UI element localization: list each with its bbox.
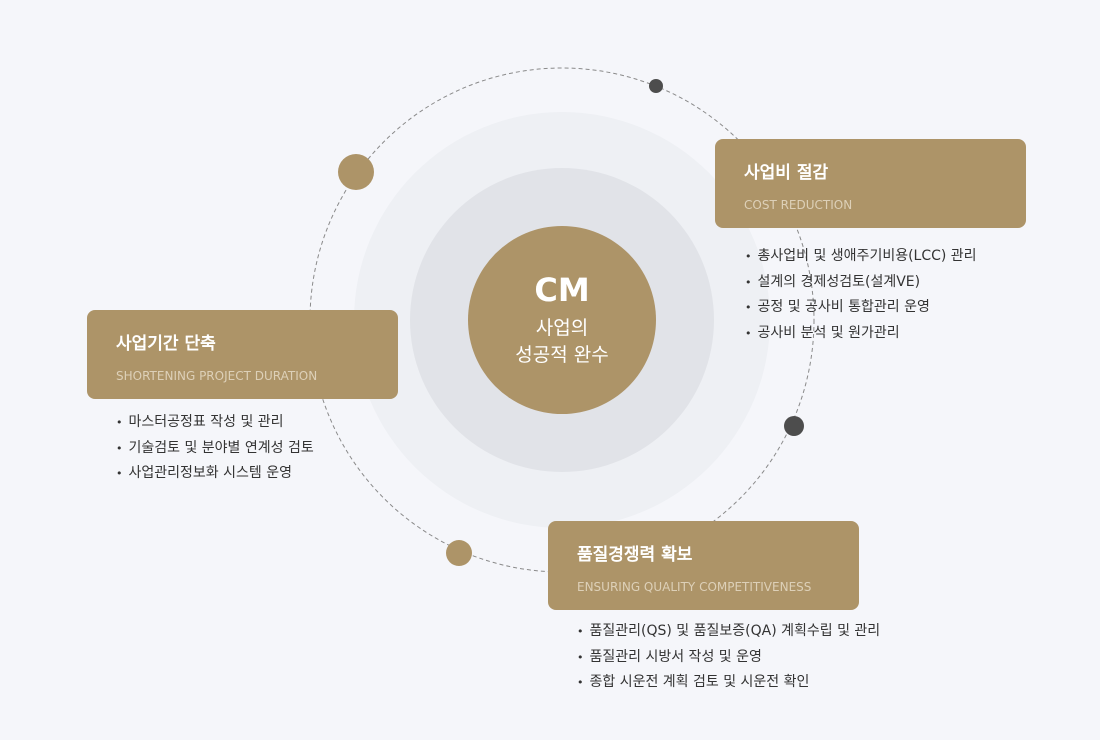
list-item: 품질관리(QS) 및 품질보증(QA) 계획수립 및 관리	[577, 619, 881, 645]
card-title: 품질경쟁력 확보	[577, 545, 693, 565]
orbit-dot	[446, 540, 472, 566]
list-item: 공사비 분석 및 원가관리	[745, 321, 977, 347]
list-item: 마스터공정표 작성 및 관리	[116, 410, 314, 436]
center-circle: CM 사업의 성공적 완수	[468, 226, 656, 414]
card-quality-competitiveness: 품질경쟁력 확보 ENSURING QUALITY COMPETITIVENES…	[548, 521, 859, 610]
quality-competitiveness-list: 품질관리(QS) 및 품질보증(QA) 계획수립 및 관리 품질관리 시방서 작…	[577, 619, 881, 696]
list-item: 종합 시운전 계획 검토 및 시운전 확인	[577, 670, 880, 696]
card-title: 사업비 절감	[744, 163, 829, 183]
cost-reduction-list: 총사업비 및 생애주기비용(LCC) 관리 설계의 경제성검토(설계VE) 공정…	[745, 244, 977, 346]
center-subtitle-2: 성공적 완수	[515, 344, 609, 366]
card-english: COST REDUCTION	[744, 198, 853, 212]
card-english: ENSURING QUALITY COMPETITIVENESS	[577, 580, 812, 594]
shortening-duration-list: 마스터공정표 작성 및 관리 기술검토 및 분야별 연계성 검토 사업관리정보화…	[116, 410, 314, 487]
card-english: SHORTENING PROJECT DURATION	[116, 369, 318, 383]
card-title: 사업기간 단축	[116, 334, 216, 354]
list-item: 총사업비 및 생애주기비용(LCC) 관리	[745, 244, 977, 270]
orbit-dot	[784, 416, 804, 436]
list-item: 사업관리정보화 시스템 운영	[116, 461, 314, 487]
orbit-dot	[338, 154, 374, 190]
card-shortening-duration: 사업기간 단축 SHORTENING PROJECT DURATION	[87, 310, 398, 399]
center-title: CM	[534, 271, 590, 309]
list-item: 품질관리 시방서 작성 및 운영	[577, 645, 880, 671]
list-item: 공정 및 공사비 통합관리 운영	[745, 295, 977, 321]
center-subtitle-1: 사업의	[535, 317, 589, 339]
list-item: 기술검토 및 분야별 연계성 검토	[116, 436, 314, 462]
list-item: 설계의 경제성검토(설계VE)	[745, 270, 977, 296]
card-cost-reduction: 사업비 절감 COST REDUCTION	[715, 139, 1026, 228]
orbit-dot	[649, 79, 663, 93]
